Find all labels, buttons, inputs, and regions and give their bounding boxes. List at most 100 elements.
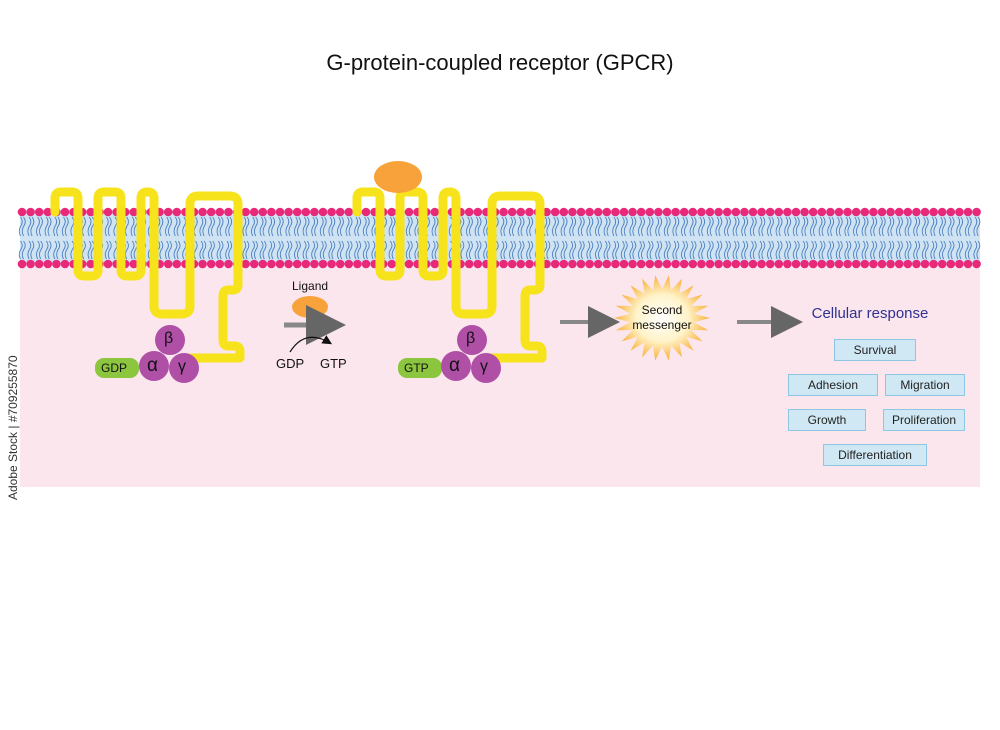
- lipid-tail: [259, 240, 264, 260]
- lipid-tail: [219, 240, 224, 260]
- beta-label-left: β: [164, 330, 174, 347]
- lipid-tail: [53, 216, 58, 237]
- lipid-tail: [305, 216, 310, 237]
- bound-ligand: [374, 161, 422, 193]
- lipid-tail: [176, 240, 181, 260]
- lipid-head: [826, 259, 835, 269]
- lipid-tail: [649, 240, 654, 260]
- lipid-tail: [466, 216, 470, 237]
- lipid-head: [662, 207, 672, 217]
- lipid-tail: [967, 216, 972, 237]
- lipid-tail: [279, 240, 284, 260]
- lipid-tail: [322, 240, 327, 260]
- lipid-head: [826, 207, 835, 217]
- lipid-tail: [285, 240, 290, 260]
- lipid-tail: [483, 216, 488, 237]
- lipid-tail: [701, 240, 706, 260]
- lipid-head: [301, 259, 311, 269]
- lipid-tail: [744, 216, 749, 237]
- lipid-head: [774, 207, 784, 217]
- lipid-head: [593, 207, 603, 217]
- lipid-tail: [483, 240, 488, 260]
- response-adhesion: Adhesion: [788, 374, 878, 396]
- lipid-tail: [173, 216, 178, 237]
- lipid-head: [740, 259, 749, 269]
- lipid-tail: [276, 216, 281, 237]
- lipid-tail: [580, 240, 585, 260]
- lipid-head: [327, 207, 336, 217]
- lipid-tail: [603, 216, 608, 237]
- lipid-tail: [362, 216, 367, 237]
- lipid-head: [679, 207, 689, 217]
- lipid-head: [353, 259, 362, 269]
- lipid-tail: [319, 216, 324, 237]
- lipid-tail: [732, 216, 737, 237]
- lipid-tail: [529, 240, 534, 260]
- lipid-tail: [973, 240, 978, 260]
- lipid-head: [568, 259, 577, 269]
- lipid-head: [679, 259, 689, 269]
- lipid-head: [576, 259, 586, 269]
- lipid-head: [267, 259, 276, 269]
- lipid-tail: [294, 240, 298, 260]
- beta-label-right: β: [466, 330, 476, 347]
- lipid-head: [344, 259, 354, 269]
- lipid-tail: [887, 240, 892, 260]
- lipid-head: [920, 207, 930, 217]
- lipid-head: [688, 207, 698, 217]
- lipid-tail: [211, 216, 215, 237]
- lipid-tail: [913, 216, 918, 237]
- lipid-head: [60, 207, 70, 217]
- lipid-tail: [262, 240, 267, 260]
- exchange-from-label: GDP: [276, 356, 305, 371]
- g-gamma-subunit-right: [471, 353, 501, 383]
- gamma-label-left: γ: [178, 358, 186, 375]
- lipid-tail: [612, 216, 617, 237]
- lipid-tail: [924, 240, 929, 260]
- lipid-tail: [500, 216, 505, 237]
- lipid-tail: [629, 216, 634, 237]
- lipid-tail: [130, 240, 135, 260]
- lipid-head: [929, 207, 938, 217]
- lipid-head: [86, 207, 96, 217]
- lipid-tail: [735, 216, 740, 237]
- lipid-head: [843, 259, 852, 269]
- lipid-tail: [474, 240, 479, 260]
- lipid-tail: [294, 216, 298, 237]
- lipid-head: [404, 207, 414, 217]
- lipid-tail: [698, 216, 703, 237]
- lipid-tail: [104, 240, 109, 260]
- lipid-tail: [125, 216, 129, 237]
- lipid-tail: [434, 240, 439, 260]
- lipid-tail: [469, 240, 473, 260]
- lipid-head: [894, 207, 904, 217]
- lipid-head: [731, 259, 741, 269]
- lipid-tail: [47, 240, 52, 260]
- lipid-tail: [976, 216, 981, 237]
- lipid-head: [688, 259, 698, 269]
- lipid-tail: [666, 240, 671, 260]
- lipid-tail: [279, 216, 284, 237]
- lipid-tail: [251, 240, 255, 260]
- lipid-tail: [692, 240, 697, 260]
- lipid-head: [671, 259, 680, 269]
- lipid-tail: [606, 240, 611, 260]
- lipid-tail: [939, 240, 943, 260]
- lipid-head: [292, 207, 302, 217]
- lipid-tail: [804, 216, 809, 237]
- lipid-head: [284, 207, 293, 217]
- lipid-tail: [517, 216, 522, 237]
- lipid-tail: [414, 216, 419, 237]
- lipid-tail: [563, 216, 568, 237]
- lipid-tail: [784, 240, 789, 260]
- lipid-tail: [36, 216, 40, 237]
- lipid-head: [894, 259, 904, 269]
- lipid-head: [602, 207, 612, 217]
- lipid-head: [697, 259, 706, 269]
- lipid-tail: [61, 216, 66, 237]
- stock-watermark: Adobe Stock | #709255870: [6, 355, 20, 500]
- lipid-tail: [701, 216, 706, 237]
- lipid-head: [705, 207, 715, 217]
- lipid-tail: [724, 240, 728, 260]
- lipid-head: [327, 259, 336, 269]
